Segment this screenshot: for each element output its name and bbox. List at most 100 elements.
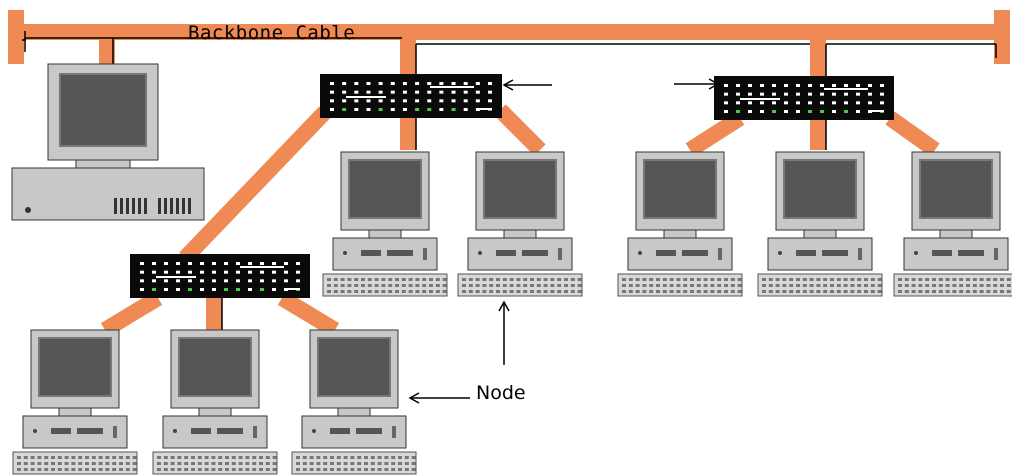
hub-light <box>212 270 216 274</box>
key <box>730 284 735 287</box>
key <box>959 284 964 287</box>
key <box>724 290 728 293</box>
key <box>932 278 936 281</box>
hub-light <box>463 82 468 85</box>
key <box>945 284 950 287</box>
key <box>823 290 828 293</box>
key <box>703 284 708 287</box>
hub-light <box>724 110 728 113</box>
cables <box>8 10 1010 337</box>
key <box>44 462 49 465</box>
key <box>938 290 943 293</box>
key <box>377 468 382 471</box>
key <box>462 290 466 293</box>
hub-light <box>260 270 264 274</box>
key <box>57 462 62 465</box>
key <box>577 278 582 281</box>
hub-light <box>200 262 204 265</box>
key <box>435 284 440 287</box>
hub-light <box>760 110 764 113</box>
key <box>98 468 103 471</box>
key <box>184 456 189 459</box>
monitor-screen <box>483 159 557 219</box>
key <box>119 456 123 459</box>
key <box>898 284 902 287</box>
key <box>184 468 189 471</box>
key <box>1000 278 1004 281</box>
vent <box>253 426 257 438</box>
key <box>904 284 909 287</box>
hub-light <box>284 262 288 265</box>
floppy-drive <box>656 250 676 256</box>
hub-light <box>724 92 728 96</box>
key <box>429 284 433 287</box>
key <box>796 278 800 281</box>
key <box>1000 290 1004 293</box>
desktop-computer-icon <box>457 151 583 297</box>
hub-light <box>140 279 144 283</box>
key <box>401 284 406 287</box>
key <box>361 278 365 281</box>
hub-light <box>402 82 407 85</box>
key <box>272 468 277 471</box>
key <box>717 290 722 293</box>
key <box>204 462 209 465</box>
key <box>191 468 195 471</box>
floppy-drive <box>51 428 71 434</box>
key <box>796 290 800 293</box>
arrow-to-node-computer <box>408 392 470 404</box>
hub-light <box>248 262 252 265</box>
hub-light <box>272 270 276 274</box>
system-unit <box>22 415 128 449</box>
key <box>361 284 365 287</box>
key <box>802 290 807 293</box>
monitor-screen <box>348 159 422 219</box>
hub-light <box>164 262 168 265</box>
hub-light <box>808 84 812 87</box>
hub-bar <box>740 98 780 100</box>
monitor-screen <box>59 73 147 147</box>
key <box>57 456 62 459</box>
hub-light <box>475 82 480 85</box>
key <box>550 284 555 287</box>
key <box>509 290 514 293</box>
key <box>952 284 957 287</box>
hub-light <box>880 84 884 87</box>
key <box>350 456 355 459</box>
hub-light <box>832 101 836 105</box>
hub-light <box>439 108 444 111</box>
key <box>703 278 708 281</box>
hub-light <box>475 99 480 103</box>
key <box>979 290 984 293</box>
vent <box>558 248 562 260</box>
hub-light <box>463 90 468 94</box>
desktop-computer-icon <box>322 151 448 297</box>
hub-light <box>439 82 444 85</box>
key <box>357 456 362 459</box>
key <box>877 278 882 281</box>
key <box>374 290 379 293</box>
vent <box>858 248 862 260</box>
key <box>986 278 991 281</box>
key <box>404 468 409 471</box>
hub-light <box>488 90 492 94</box>
system-unit <box>903 237 1009 271</box>
key <box>415 290 420 293</box>
key <box>197 468 202 471</box>
key <box>367 278 372 281</box>
key <box>336 462 341 465</box>
monitor-screen <box>178 337 252 397</box>
key <box>51 462 55 465</box>
key <box>395 284 399 287</box>
backbone-cable-label: Backbone Cable <box>188 22 356 44</box>
disk-drive <box>356 428 382 434</box>
hub-light <box>224 270 228 274</box>
key <box>635 278 640 281</box>
key <box>938 284 943 287</box>
hub-light <box>152 262 156 265</box>
key <box>870 284 875 287</box>
key <box>323 468 328 471</box>
key <box>132 462 137 465</box>
key <box>642 284 647 287</box>
hub-light <box>236 279 240 283</box>
